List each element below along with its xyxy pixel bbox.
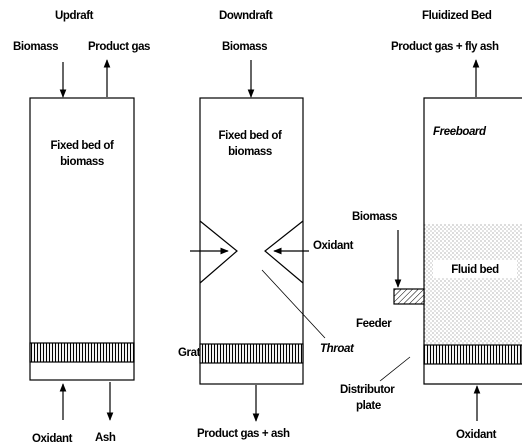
fluidized-oxidant-label: Oxidant (456, 429, 497, 441)
fluidized-product-label: Product gas + fly ash (391, 41, 499, 53)
downdraft-grate (199, 343, 304, 364)
downdraft-gasifier: Downdraft Biomass Fixed bed of biomass O… (190, 10, 355, 440)
fluid-bed-label-bg (433, 260, 517, 278)
downdraft-throat-left (199, 220, 238, 284)
fluid-bed-label: Fluid bed (451, 264, 499, 276)
updraft-ash-label: Ash (95, 432, 116, 444)
downdraft-throat-leader (261, 269, 326, 339)
updraft-grate (29, 342, 135, 363)
updraft-gasifier: Updraft Biomass Product gas Fixed bed of… (13, 10, 150, 445)
downdraft-throat-label: Throat (320, 343, 355, 355)
distributor-label-1: Distributor (340, 384, 395, 396)
downdraft-vessel (199, 97, 304, 385)
distributor-label-2: plate (356, 400, 381, 412)
fluidized-vessel (423, 97, 522, 385)
updraft-oxidant-label: Oxidant (32, 433, 73, 445)
downdraft-title: Downdraft (219, 10, 273, 22)
freeboard-label: Freeboard (433, 126, 487, 138)
downdraft-bed-label-1: Fixed bed of (219, 130, 282, 142)
distributor-plate (423, 344, 522, 365)
fluidized-biomass-label: Biomass (352, 211, 397, 223)
fluidized-bed-gasifier: Fluidized Bed Product gas + fly ash Free… (340, 10, 522, 441)
updraft-bed-label-1: Fixed bed of (51, 140, 114, 152)
downdraft-product-label: Product gas + ash (197, 428, 290, 440)
fluidized-title: Fluidized Bed (422, 10, 492, 22)
downdraft-oxidant-label: Oxidant (313, 240, 354, 252)
updraft-bed-label-2: biomass (60, 156, 104, 168)
distributor-leader (379, 356, 411, 382)
downdraft-throat-right (264, 220, 304, 284)
updraft-title: Updraft (55, 10, 94, 22)
grate-label: Grate (178, 347, 206, 359)
feeder (393, 288, 425, 305)
updraft-biomass-label: Biomass (13, 41, 58, 53)
downdraft-bed-label-2: biomass (228, 146, 272, 158)
fluid-bed-region (424, 224, 522, 364)
feeder-label: Feeder (356, 318, 392, 330)
updraft-vessel (29, 97, 135, 381)
updraft-product-gas-label: Product gas (88, 41, 150, 53)
downdraft-biomass-label: Biomass (222, 41, 267, 53)
